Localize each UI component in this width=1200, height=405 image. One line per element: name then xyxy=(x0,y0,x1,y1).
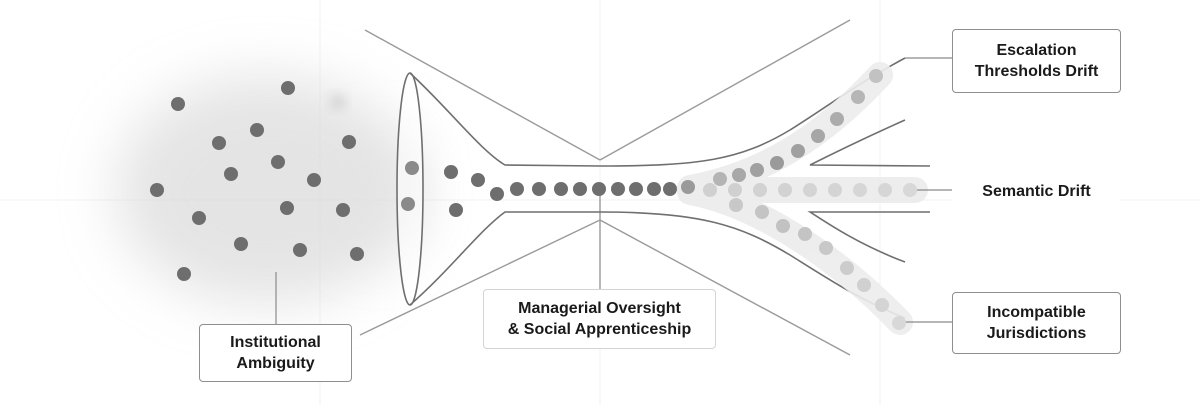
dot xyxy=(342,135,356,149)
funnel-inner-upper xyxy=(809,119,931,167)
dot xyxy=(755,205,769,219)
dot xyxy=(803,183,817,197)
dot xyxy=(510,182,524,196)
dot xyxy=(791,144,805,158)
dot xyxy=(830,112,844,126)
scattered-dots xyxy=(150,81,364,281)
dot xyxy=(728,183,742,197)
dot xyxy=(647,182,661,196)
leader-lines xyxy=(275,57,952,324)
incompatible-jurisdictions-text: Incompatible Jurisdictions xyxy=(986,304,1087,342)
institutional-ambiguity-text: Institutional Ambiguity xyxy=(230,334,321,372)
dot xyxy=(778,183,792,197)
dot xyxy=(336,203,350,217)
dot xyxy=(405,161,419,175)
dot xyxy=(892,316,906,330)
dot xyxy=(350,247,364,261)
dot xyxy=(592,182,606,196)
dot xyxy=(629,182,643,196)
dot xyxy=(713,172,727,186)
branch-channels xyxy=(677,62,928,335)
dot xyxy=(250,123,264,137)
dot xyxy=(840,261,854,275)
dot xyxy=(177,267,191,281)
institutional-ambiguity-label: Institutional Ambiguity xyxy=(199,324,352,382)
dot xyxy=(532,182,546,196)
dot xyxy=(331,95,345,109)
dot xyxy=(857,278,871,292)
dot xyxy=(798,227,812,241)
dot xyxy=(611,182,625,196)
dot xyxy=(663,182,677,196)
dot xyxy=(770,156,784,170)
funnel-mouth xyxy=(396,72,424,306)
dot xyxy=(471,173,485,187)
dot xyxy=(281,81,295,95)
dot xyxy=(573,182,587,196)
crossing-lines xyxy=(359,19,851,356)
dot xyxy=(729,198,743,212)
dot xyxy=(903,183,917,197)
dot xyxy=(444,165,458,179)
dot xyxy=(490,187,504,201)
dot xyxy=(554,182,568,196)
dot xyxy=(401,197,415,211)
dot xyxy=(192,211,206,225)
dot xyxy=(293,243,307,257)
dot xyxy=(851,90,865,104)
dot xyxy=(875,298,889,312)
dot xyxy=(224,167,238,181)
dot xyxy=(307,173,321,187)
lower-branch-dots xyxy=(729,198,906,330)
dot xyxy=(271,155,285,169)
incompatible-jurisdictions-label: Incompatible Jurisdictions xyxy=(952,292,1121,354)
dot xyxy=(732,168,746,182)
managerial-oversight-label: Managerial Oversight & Social Apprentice… xyxy=(483,289,716,349)
dot xyxy=(753,183,767,197)
dot xyxy=(171,97,185,111)
dot xyxy=(681,180,695,194)
dot xyxy=(869,69,883,83)
dot xyxy=(878,183,892,197)
funnel-bottom-edge xyxy=(409,211,906,319)
dot xyxy=(750,163,764,177)
escalation-thresholds-drift-label: Escalation Thresholds Drift xyxy=(952,29,1121,93)
dot xyxy=(828,183,842,197)
middle-branch-dots xyxy=(703,183,917,197)
managerial-oversight-text: Managerial Oversight & Social Apprentice… xyxy=(507,300,692,338)
dot xyxy=(819,241,833,255)
escalation-thresholds-drift-text: Escalation Thresholds Drift xyxy=(974,42,1099,80)
dot xyxy=(280,201,294,215)
dot xyxy=(811,129,825,143)
semantic-drift-label: Semantic Drift xyxy=(952,168,1121,214)
semantic-drift-text: Semantic Drift xyxy=(982,182,1091,200)
dot xyxy=(776,219,790,233)
neck-dots xyxy=(510,180,695,196)
dot xyxy=(234,237,248,251)
dot xyxy=(150,183,164,197)
dot xyxy=(853,183,867,197)
dot xyxy=(703,183,717,197)
funnel-entry-dots xyxy=(401,161,504,217)
upper-branch-dots xyxy=(713,69,883,186)
funnel-inner-lower xyxy=(807,211,930,263)
dot xyxy=(449,203,463,217)
dot xyxy=(212,136,226,150)
